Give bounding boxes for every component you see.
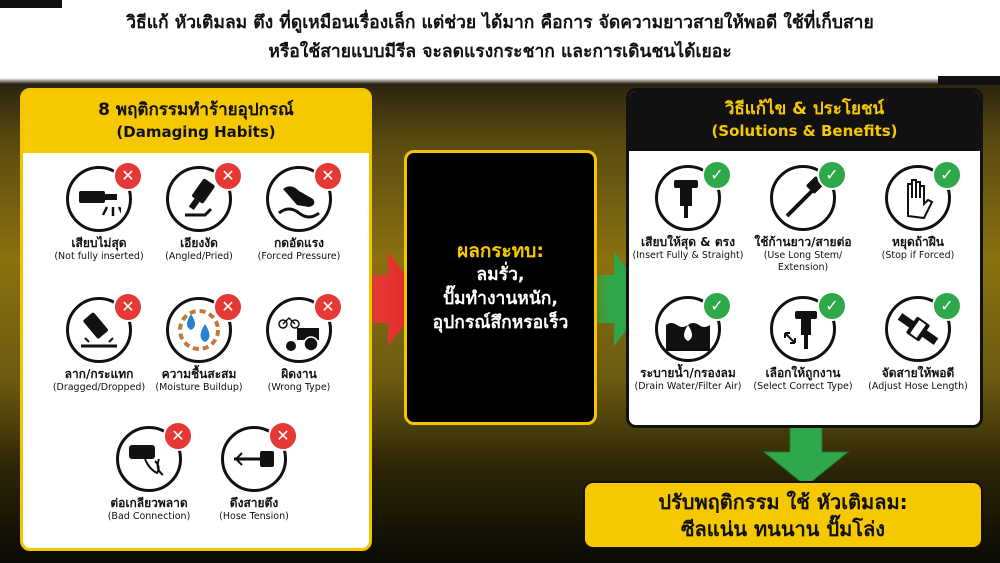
straight-nozzle-icon [674,180,698,218]
solution-label-th: ใช้ก้านยาว/สายต่อ [754,235,852,249]
nozzle-half-inserted-icon [79,191,121,216]
taut-hose-icon [234,451,274,467]
habit-label-en: (Dragged/Dropped) [52,382,146,393]
solution-label-en: (Insert Fully & Straight) [632,250,744,261]
habit-label-en: (Forced Pressure) [257,251,341,262]
impact-heading: ผลกระทบ: [457,240,544,262]
habit-item: ✕ ต่อเกลียวพลาด (Bad Connection) [90,421,208,523]
x-mark-icon: ✕ [268,421,298,451]
habit-label-th: เอียงงัด [180,236,218,250]
x-mark-icon: ✕ [113,292,143,322]
damaging-habits-panel: 8 พฤติกรรมทำร้ายอุปกรณ์ (Damaging Habits… [20,88,372,551]
habit-label-th: กดอัดแรง [273,236,325,250]
solution-item: ✓ หยุดถ้าฝืน (Stop if Forced) [859,160,977,262]
leaking-thread-icon [129,445,164,476]
bike-tractor-icon [278,316,319,352]
check-mark-icon: ✓ [702,291,732,321]
x-mark-icon: ✕ [313,161,343,191]
headline: วิธีแก้ หัวเติมลม ตึง ที่ดูเหมือนเรื่องเ… [0,0,1000,78]
impact-line: อุปกรณ์สึกหรอเร็ว [432,313,569,333]
solution-item: ✓ เลือกให้ถูกงาน (Select Correct Type) [744,291,862,393]
habit-item: ✕ ความชื้นสะสม (Moisture Buildup) [140,292,258,394]
solutions-panel: วิธีแก้ไข & ประโยชน์ (Solutions & Benefi… [626,88,983,428]
habit-item: ✕ กดอัดแรง (Forced Pressure) [240,161,358,263]
hose-coupler-icon [897,313,939,345]
solutions-title-th: วิธีแก้ไข & ประโยชน์ [724,99,885,119]
damaging-habits-header: 8 พฤติกรรมทำร้ายอุปกรณ์ (Damaging Habits… [23,91,369,153]
x-mark-icon: ✕ [213,292,243,322]
habit-label-en: (Wrong Type) [267,382,331,393]
solution-item: ✓ จัดสายให้พอดี (Adjust Hose Length) [859,291,977,393]
water-drops-icon [178,309,220,351]
solution-label-en: (Adjust Hose Length) [868,381,968,392]
x-mark-icon: ✕ [113,161,143,191]
solution-label-en-2: Extension) [777,262,829,273]
solution-item: ✓ เสียบให้สุด & ตรง (Insert Fully & Stra… [629,160,747,262]
solution-label-en: (Use Long Stem/ [763,250,843,261]
habit-item: ✕ ลาก/กระแทก (Dragged/Dropped) [40,292,158,394]
damaging-title-th: 8 พฤติกรรมทำร้ายอุปกรณ์ [98,100,294,120]
habit-label-en: (Bad Connection) [107,511,191,522]
headline-line-2: หรือใช้สายแบบมีรีล จะลดแรงกระชาก และการเ… [268,42,732,62]
habit-item: ✕ เอียงงัด (Angled/Pried) [140,161,258,263]
stop-hand-icon [907,179,934,220]
result-line-1: ปรับพฤติกรรม ใช้ หัวเติมลม: [658,490,908,514]
x-mark-icon: ✕ [213,161,243,191]
habit-item: ✕ เสียบไม่สุด (Not fully inserted) [40,161,158,263]
solutions-header: วิธีแก้ไข & ประโยชน์ (Solutions & Benefi… [629,91,980,151]
habit-label-en: (Moisture Buildup) [155,382,243,393]
check-mark-icon: ✓ [702,160,732,190]
result-line-2: ซีลแน่น ทนนาน ปั๊มโล่ง [680,517,886,541]
solution-label-en: (Select Correct Type) [753,381,853,392]
damaging-title-en: (Damaging Habits) [116,123,276,141]
check-mark-icon: ✓ [932,291,962,321]
habit-label-en: (Hose Tension) [219,511,289,522]
top-left-accent-bar [0,0,62,8]
solution-label-en: (Drain Water/Filter Air) [634,381,742,392]
x-mark-icon: ✕ [163,421,193,451]
solution-item: ✓ ระบายน้ำ/กรองลม (Drain Water/Filter Ai… [629,291,747,393]
check-mark-icon: ✓ [932,160,962,190]
impact-line: ลมรั่ว, [476,265,525,285]
habit-label-th: เสียบไม่สุด [71,236,127,250]
solution-label-th: ระบายน้ำ/กรองลม [640,366,736,380]
impact-line: ปั๊มทำงานหนัก, [442,289,559,309]
habit-label-en: (Angled/Pried) [165,251,233,262]
angled-chuck-icon [185,178,215,217]
x-mark-icon: ✕ [313,292,343,322]
solution-label-en: (Stop if Forced) [881,250,955,261]
habit-label-th: ลาก/กระแทก [64,367,134,381]
solution-label-th: จัดสายให้พอดี [881,366,955,380]
solution-label-th: เสียบให้สุด & ตรง [641,235,735,249]
habit-label-en: (Not fully inserted) [54,251,144,262]
check-mark-icon: ✓ [817,291,847,321]
impact-box: ผลกระทบ: ลมรั่ว, ปั๊มทำงานหนัก, อุปกรณ์ส… [404,150,597,425]
result-box: ปรับพฤติกรรม ใช้ หัวเติมลม: ซีลแน่น ทนนา… [583,481,983,549]
correct-chuck-icon [784,311,817,349]
solution-item: ✓ ใช้ก้านยาว/สายต่อ (Use Long Stem/ Exte… [744,160,862,274]
habit-label-th: ผิดงาน [281,367,317,381]
top-right-accent-bar [938,76,1000,85]
habit-label-th: ต่อเกลียวพลาด [110,496,188,510]
down-arrow-icon [762,423,850,487]
water-drain-icon [666,323,710,351]
habit-label-th: ความชื้นสะสม [161,367,237,381]
solutions-title-en: (Solutions & Benefits) [711,122,898,140]
solution-label-th: เลือกให้ถูกงาน [765,366,841,380]
check-mark-icon: ✓ [817,160,847,190]
dropped-chuck-icon [81,312,117,348]
habit-item: ✕ ผิดงาน (Wrong Type) [240,292,358,394]
habit-label-th: ดึงสายตึง [229,496,279,510]
solution-label-th: หยุดถ้าฝืน [892,235,944,249]
pressing-hand-icon [278,186,320,219]
headline-line-1: วิธีแก้ หัวเติมลม ตึง ที่ดูเหมือนเรื่องเ… [126,13,874,33]
habit-item: ✕ ดึงสายตึง (Hose Tension) [195,421,313,523]
